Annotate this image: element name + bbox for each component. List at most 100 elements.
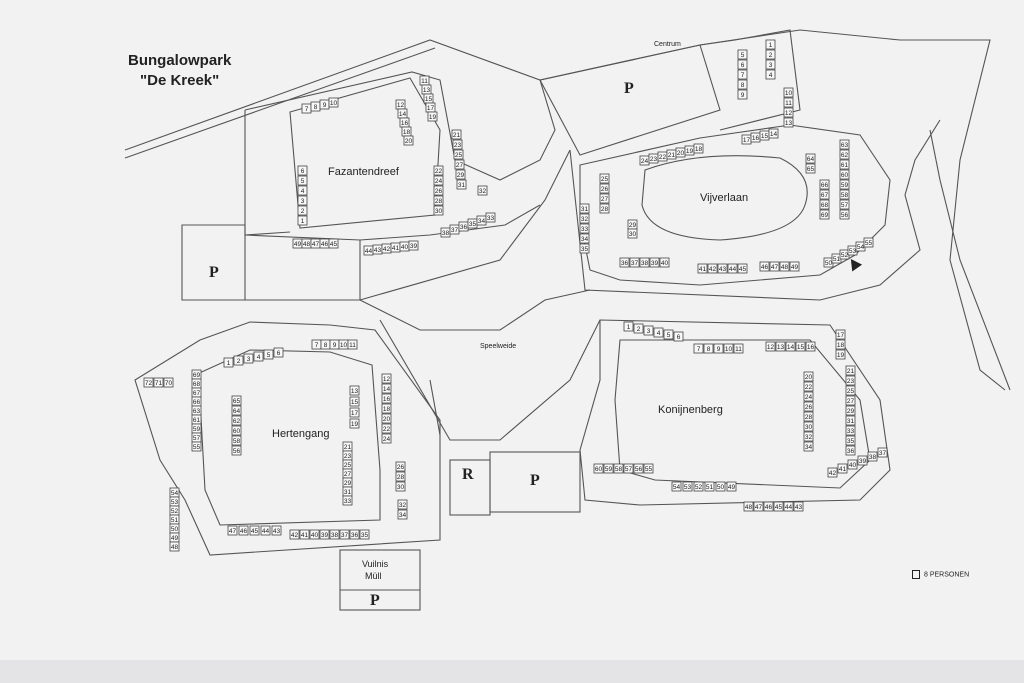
bungalow-number: 65 bbox=[233, 398, 241, 405]
bungalow-number: 2 bbox=[237, 358, 241, 365]
bungalow-number: 9 bbox=[323, 102, 327, 109]
bungalow-unit-box bbox=[579, 213, 590, 224]
bungalow-number: 15 bbox=[761, 133, 769, 140]
bungalow-unit-box bbox=[789, 261, 800, 272]
bungalow-number: 44 bbox=[262, 528, 270, 535]
map-title-line2: "De Kreek" bbox=[140, 72, 220, 89]
bungalow-number: 28 bbox=[805, 414, 813, 421]
bungalow-number: 63 bbox=[841, 142, 849, 149]
bungalow-unit-box bbox=[395, 481, 406, 492]
bungalow-number: 65 bbox=[807, 166, 815, 173]
bungalow-number: 7 bbox=[697, 346, 701, 353]
legend-text: 8 PERSONEN bbox=[924, 571, 970, 579]
bungalow-number: 30 bbox=[805, 424, 813, 431]
bungalow-unit-box bbox=[835, 349, 846, 360]
bungalow-unit-box bbox=[839, 149, 850, 160]
bungalow-number: 55 bbox=[193, 444, 201, 451]
bungalow-unit-box bbox=[819, 179, 830, 190]
bungalow-number: 13 bbox=[423, 87, 431, 94]
bungalow-number: 50 bbox=[171, 526, 179, 533]
bungalow-number: 44 bbox=[729, 266, 737, 273]
bungalow-number: 60 bbox=[841, 172, 849, 179]
bungalow-number: 16 bbox=[383, 396, 391, 403]
bungalow-unit-box bbox=[769, 261, 780, 272]
bungalow-unit-box bbox=[795, 341, 806, 352]
bungalow-unit-box bbox=[260, 525, 271, 536]
bungalow-unit-box bbox=[579, 203, 590, 214]
bungalow-number: 28 bbox=[435, 198, 443, 205]
bungalow-number: 19 bbox=[429, 114, 437, 121]
bungalow-number: 23 bbox=[847, 378, 855, 385]
bungalow-unit-box bbox=[599, 203, 610, 214]
bungalow-number: 14 bbox=[787, 344, 795, 351]
bungalow-unit-box bbox=[765, 341, 776, 352]
bungalow-unit-box bbox=[845, 385, 856, 396]
bungalow-number: 1 bbox=[301, 218, 305, 225]
bungalow-number: 22 bbox=[805, 384, 813, 391]
bungalow-number: 11 bbox=[349, 342, 356, 349]
bungalow-number: 29 bbox=[457, 172, 465, 179]
bungalow-number: 61 bbox=[841, 162, 849, 169]
bungalow-number: 71 bbox=[155, 380, 163, 387]
bungalow-number: 12 bbox=[383, 376, 391, 383]
bungalow-number: 23 bbox=[454, 142, 462, 149]
bungalow-number: 26 bbox=[397, 464, 405, 471]
bungalow-number: 42 bbox=[709, 266, 717, 273]
bungalow-number: 18 bbox=[403, 129, 411, 136]
bungalow-unit-box bbox=[629, 257, 640, 268]
bungalow-number: 30 bbox=[397, 484, 405, 491]
bungalow-unit-box bbox=[783, 87, 794, 98]
bungalow-number: 6 bbox=[677, 334, 681, 341]
bungalow-number: 67 bbox=[193, 390, 201, 397]
bungalow-unit-box bbox=[433, 195, 444, 206]
bungalow-number: 48 bbox=[781, 264, 789, 271]
bungalow-unit-box bbox=[775, 341, 786, 352]
bungalow-number: 35 bbox=[581, 246, 589, 253]
vijver-pond bbox=[641, 155, 808, 241]
bungalow-number: 4 bbox=[301, 188, 305, 195]
bungalow-unit-box bbox=[349, 385, 360, 396]
bungalow-number: 22 bbox=[435, 168, 443, 175]
bungalow-number: 36 bbox=[460, 224, 468, 231]
bungalow-unit-box bbox=[297, 185, 308, 196]
bungalow-number: 56 bbox=[233, 448, 241, 455]
bungalow-number: 49 bbox=[791, 264, 799, 271]
centrum-parking-box bbox=[539, 44, 721, 156]
bungalow-unit-box bbox=[263, 349, 274, 360]
bungalow-number: 4 bbox=[257, 354, 261, 361]
bungalow-number: 20 bbox=[383, 416, 391, 423]
bungalow-unit-box bbox=[273, 347, 284, 358]
bungalow-unit-box bbox=[737, 89, 748, 100]
bungalow-number: 5 bbox=[741, 52, 745, 59]
bungalow-number: 47 bbox=[312, 241, 320, 248]
bungalow-number: 47 bbox=[771, 264, 779, 271]
bungalow-unit-box bbox=[253, 351, 264, 362]
bungalow-unit-box bbox=[845, 445, 856, 456]
bungalow-unit-box bbox=[845, 425, 856, 436]
bungalow-unit-box bbox=[381, 423, 392, 434]
bungalow-unit-box bbox=[339, 529, 350, 540]
bungalow-unit-box bbox=[231, 415, 242, 426]
bungalow-unit-box bbox=[349, 529, 360, 540]
bungalow-unit-box bbox=[143, 377, 154, 388]
bungalow-unit-box bbox=[579, 243, 590, 254]
bungalow-unit-box bbox=[803, 441, 814, 452]
bungalow-unit-box bbox=[753, 501, 764, 512]
bungalow-unit-box bbox=[793, 501, 804, 512]
bungalow-unit-box bbox=[839, 189, 850, 200]
bungalow-number: 13 bbox=[777, 344, 785, 351]
parking-reception: P bbox=[530, 472, 540, 489]
bungalow-number: 10 bbox=[725, 346, 733, 353]
bungalow-unit-box bbox=[452, 139, 463, 150]
bungalow-number: 69 bbox=[193, 372, 201, 379]
bungalow-number: 31 bbox=[581, 206, 589, 213]
scan-edge bbox=[0, 660, 1024, 683]
bungalow-number: 59 bbox=[605, 466, 613, 473]
bungalow-number: 33 bbox=[581, 226, 589, 233]
bungalow-number: 37 bbox=[341, 532, 349, 539]
bungalow-number: 38 bbox=[442, 230, 450, 237]
bungalow-number: 14 bbox=[399, 111, 407, 118]
bungalow-number: 30 bbox=[435, 208, 443, 215]
bungalow-unit-box bbox=[381, 393, 392, 404]
